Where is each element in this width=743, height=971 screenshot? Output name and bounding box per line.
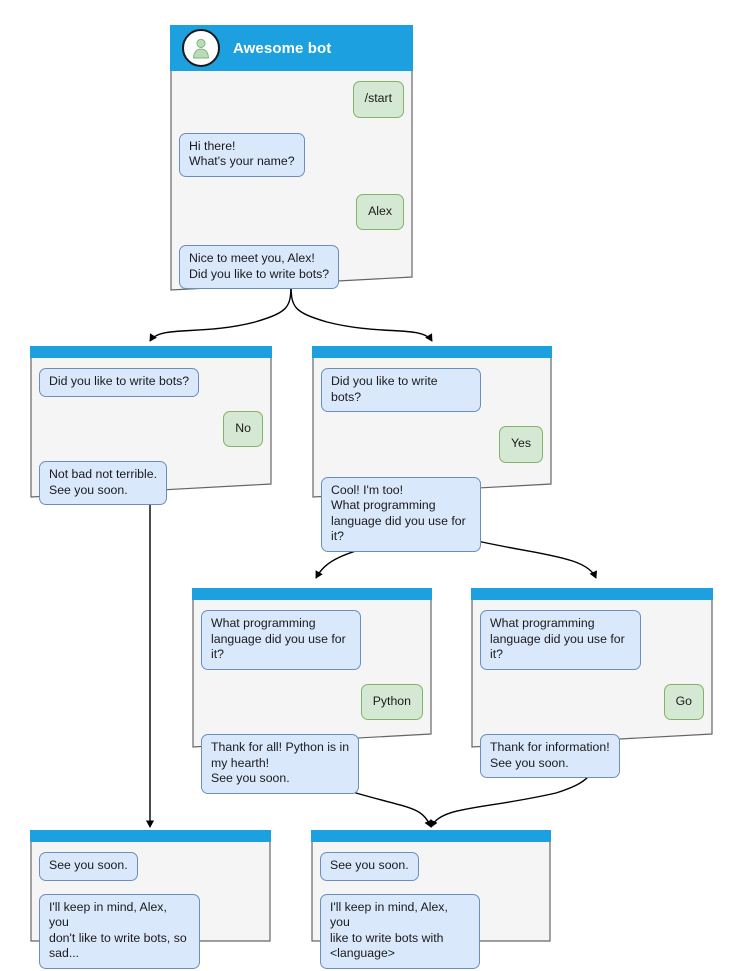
person-avatar-icon (182, 29, 220, 67)
answer-go-screen-panel: What programming language did you use fo… (471, 588, 713, 778)
message-bubble-bot: Nice to meet you, Alex! Did you like to … (179, 245, 340, 289)
chat-header (30, 346, 272, 358)
chat-thread: Did you like to write bots? No Not bad n… (30, 358, 272, 505)
chat-header (30, 830, 271, 842)
chat-thread: What programming language did you use fo… (471, 600, 713, 778)
chat-thread: Did you like to write bots? Yes Cool! I'… (312, 358, 552, 552)
message-bubble-user[interactable]: Yes (498, 426, 543, 463)
end-yes-screen-panel: See you soon. I'll keep in mind, Alex, y… (311, 830, 551, 969)
message-bubble-bot: Did you like to write bots? (321, 368, 481, 412)
chat-thread: See you soon. I'll keep in mind, Alex, y… (311, 842, 551, 969)
message-bubble-bot: Hi there! What's your name? (179, 132, 305, 177)
chat-header (471, 588, 713, 600)
start-screen-panel: Awesome bot /start Hi there! What's your… (170, 25, 413, 291)
message-bubble-bot: Thank for information! See you soon. (480, 734, 620, 778)
chat-header (192, 588, 432, 600)
edge-root-to-yes (290, 282, 433, 342)
chat-header (312, 346, 552, 358)
bot-name-label: Awesome bot (233, 39, 332, 57)
chat-thread: See you soon. I'll keep in mind, Alex, y… (30, 842, 271, 969)
chat-thread: /start Hi there! What's your name? Alex … (170, 71, 413, 289)
message-bubble-bot: Cool! I'm too! What programming language… (321, 476, 481, 552)
edge-root-to-no (149, 282, 292, 342)
message-bubble-bot: Did you like to write bots? (39, 368, 200, 397)
message-bubble-bot: See you soon. (39, 852, 138, 881)
message-bubble-user[interactable]: No (223, 410, 263, 447)
message-bubble-bot: Thank for all! Python is in my hearth! S… (201, 734, 360, 794)
message-bubble-bot: I'll keep in mind, Alex, you don't like … (39, 893, 200, 969)
message-bubble-bot: Not bad not terrible. See you soon. (39, 461, 168, 505)
chat-header: Awesome bot (170, 25, 413, 71)
message-bubble-bot: What programming language did you use fo… (201, 610, 361, 670)
message-bubble-user[interactable]: /start (352, 81, 404, 118)
end-no-screen-panel: See you soon. I'll keep in mind, Alex, y… (30, 830, 271, 969)
message-bubble-user[interactable]: Go (663, 683, 704, 720)
message-bubble-user[interactable]: Python (360, 683, 423, 720)
answer-no-screen-panel: Did you like to write bots? No Not bad n… (30, 346, 272, 505)
answer-yes-screen-panel: Did you like to write bots? Yes Cool! I'… (312, 346, 552, 552)
chat-thread: What programming language did you use fo… (192, 600, 432, 794)
message-bubble-bot: What programming language did you use fo… (480, 610, 642, 670)
answer-python-screen-panel: What programming language did you use fo… (192, 588, 432, 794)
chat-header (311, 830, 551, 842)
message-bubble-bot: See you soon. (320, 852, 419, 881)
message-bubble-bot: I'll keep in mind, Alex, you like to wri… (320, 893, 480, 969)
message-bubble-user[interactable]: Alex (356, 193, 404, 230)
